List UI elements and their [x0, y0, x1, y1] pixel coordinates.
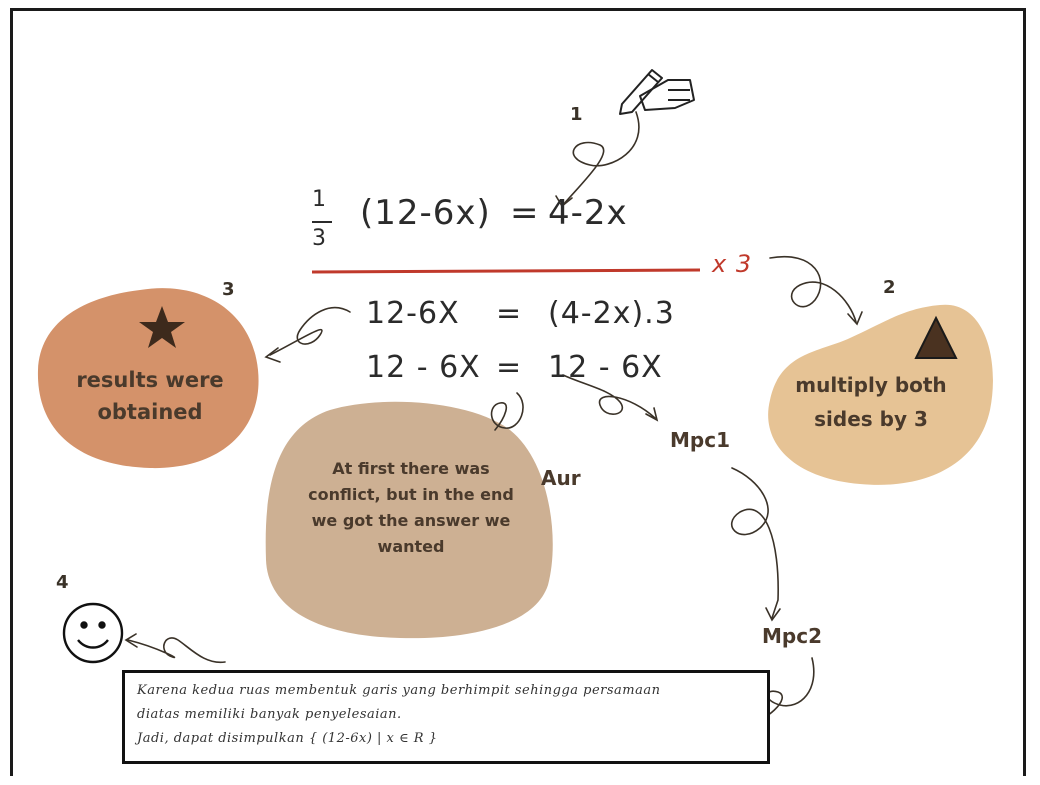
arrow-to-multiply — [769, 255, 857, 323]
aur-label: Aur — [541, 466, 581, 490]
equation-2-right: (4-2x).3 — [548, 296, 675, 331]
multiply-text: multiply both sides by 3 — [795, 373, 947, 431]
triangle-icon — [914, 315, 958, 359]
conflict-blob — [265, 401, 553, 639]
arrow-to-mpc2 — [731, 467, 779, 619]
arrow-to-results-head — [264, 347, 281, 363]
equation-1-right: 4-2x — [548, 193, 628, 233]
multiplier-label: x 3 — [712, 250, 753, 278]
mpc2-label: Mpc2 — [762, 624, 822, 648]
step-1-label: 1 — [570, 104, 583, 125]
arrow-step1-head — [555, 195, 573, 208]
equation-3-left: 12 - 6X — [366, 350, 481, 385]
fraction-denominator: 3 — [312, 226, 327, 251]
arrow-to-mpc2-head — [765, 607, 781, 622]
arrow-to-mpc1 — [562, 374, 656, 419]
arrow-to-conflict — [490, 392, 524, 431]
equation-2-equals: = — [496, 296, 523, 331]
results-text: results were obtained — [76, 368, 224, 424]
equation-2-left: 12-6X — [366, 296, 460, 331]
equation-1-left: (12-6x) — [360, 193, 491, 233]
arrow-to-mpc1-head — [645, 407, 659, 422]
step-4-label: 4 — [56, 572, 69, 593]
arrow-step1 — [562, 111, 640, 206]
fraction-numerator: 1 — [312, 187, 327, 212]
note-line-2: diatas memiliki banyak penyelesaian. — [137, 707, 402, 722]
note-line-3: Jadi, dapat disimpulkan { (12-6x) | x ∈ … — [137, 731, 438, 746]
arrow-to-smiley-head — [124, 633, 138, 648]
conflict-text: At first there was conflict, but in the … — [308, 459, 514, 556]
star-icon — [139, 306, 185, 348]
equation-3-right: 12 - 6X — [548, 350, 663, 385]
smiley-icon — [62, 602, 124, 664]
equation-1-equals: = — [510, 193, 540, 233]
note-line-1: Karena kedua ruas membentuk garis yang b… — [137, 683, 661, 698]
arrow-to-results — [269, 306, 351, 356]
results-blob — [37, 288, 259, 469]
arrow-to-multiply-head — [847, 311, 863, 326]
step-3-label: 3 — [222, 279, 235, 300]
arrow-to-smiley — [127, 637, 226, 664]
conclusion-note-box: Karena kedua ruas membentuk garis yang b… — [122, 670, 770, 764]
pencil-hand-icon — [619, 69, 695, 115]
fraction-bar-underline — [311, 268, 701, 274]
outer-frame — [10, 8, 1026, 776]
step-2-label: 2 — [883, 277, 896, 298]
equation-3-equals: = — [496, 350, 523, 385]
mpc1-label: Mpc1 — [670, 428, 730, 452]
